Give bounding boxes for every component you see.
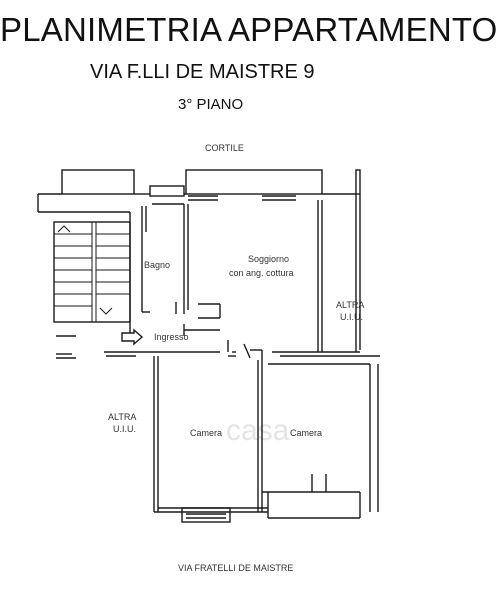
entrance-arrow-icon [121, 328, 144, 346]
altra-uiu-right-line2: U.I.U. [340, 312, 363, 322]
top-balcony [38, 169, 361, 201]
room-ingresso-label: Ingresso [154, 332, 189, 342]
street-label: VIA FRATELLI DE MAISTRE [178, 563, 293, 573]
room-bagno-label: Bagno [144, 260, 170, 270]
address-subtitle: VIA F.LLI DE MAISTRE 9 [90, 61, 315, 83]
room-camera-left-label: Camera [190, 428, 222, 438]
room-camera-right-label: Camera [290, 428, 322, 438]
room-soggiorno-sublabel: con ang. cottura [229, 268, 294, 278]
staircase [54, 222, 130, 322]
page-title: PLANIMETRIA APPARTAMENTO [0, 11, 496, 48]
cortile-label: CORTILE [205, 143, 244, 153]
room-soggiorno-label: Soggiorno [248, 254, 289, 264]
walls [37, 194, 380, 523]
floor-label: 3° PIANO [178, 96, 244, 113]
altra-uiu-right-line1: ALTRA [336, 300, 364, 310]
altra-uiu-left-line2: U.I.U. [113, 424, 136, 434]
altra-uiu-left-line1: ALTRA [108, 412, 136, 422]
